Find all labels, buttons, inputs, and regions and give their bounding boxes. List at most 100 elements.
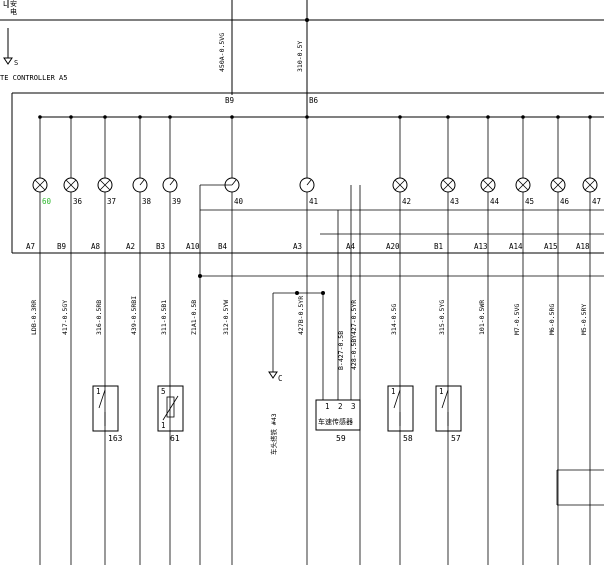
- indicator-41-number: 41: [309, 197, 318, 206]
- sensor-61: 5 1 61: [157, 385, 184, 443]
- indicator-tap-a10-wire-label: Z1A1-0.5B: [190, 300, 198, 335]
- indicator-42-pin-label: A20: [386, 242, 400, 251]
- indicator-36-number: 36: [73, 197, 83, 206]
- component-57-label: 57: [451, 434, 461, 443]
- indicator-39-pin-label: B3: [156, 242, 165, 251]
- indicator-45-wire-label: M7-0.5VG: [513, 304, 521, 335]
- indicator-36-cross-b: [65, 179, 77, 191]
- indicator-60-pin-label: A7: [26, 242, 35, 251]
- indicator-36-pin-label: B9: [57, 242, 66, 251]
- switch-163: 1 163: [92, 385, 123, 443]
- ground-label: S: [14, 59, 18, 67]
- indicator-37-pin-label: A8: [91, 242, 101, 251]
- indicator-45-cross-b: [517, 179, 529, 191]
- indicator-41-wire-label: 427B-0.5YR: [297, 296, 305, 335]
- component-59-text: 车速传感器: [318, 417, 353, 426]
- connector-b6-top: B6: [309, 96, 319, 105]
- indicator-38-needle: [139, 179, 145, 186]
- indicator-43-number: 43: [450, 197, 459, 206]
- indicator-46-wire-label: M6-0.5RG: [548, 304, 556, 335]
- switch-58: 1 58: [387, 385, 414, 443]
- indicator-46-cross-b: [552, 179, 564, 191]
- indicator-36-wire-label: 417-0.5GY: [61, 300, 69, 335]
- indicator-45-number: 45: [525, 197, 534, 206]
- indicator-60-cross-b: [34, 179, 46, 191]
- svg-text:2: 2: [338, 402, 343, 411]
- indicator-37-cross-b: [99, 179, 111, 191]
- indicator-40-wire-label: 312-0.5YW: [222, 300, 230, 335]
- indicator-46-pin-label: A15: [544, 242, 558, 251]
- svg-text:1: 1: [439, 387, 444, 396]
- indicator-42-wire-label: 314-0.5G: [390, 304, 398, 335]
- switch-57: 1 57: [435, 385, 462, 443]
- indicator-39-number: 39: [172, 197, 181, 206]
- indicator-tap-a10: A10: [186, 185, 201, 253]
- indicator-39-needle: [169, 179, 175, 186]
- indicator-46-number: 46: [560, 197, 570, 206]
- vehicle-speed-sensor-59: 1 2 3 车速传感器 59: [315, 399, 361, 443]
- indicator-tap-a10-pin-label: A10: [186, 242, 200, 251]
- svg-text:3: 3: [351, 402, 356, 411]
- svg-text:1: 1: [161, 421, 166, 430]
- indicator-38-wire-label: 439-0.5RBI: [130, 296, 138, 335]
- wire-label-b427: B-427-0.5B: [337, 331, 345, 370]
- component-61-label: 61: [170, 434, 180, 443]
- indicator-47-pin-label: A18: [576, 242, 590, 251]
- indicator-38-number: 38: [142, 197, 152, 206]
- indicator-44-number: 44: [490, 197, 500, 206]
- svg-text:1: 1: [391, 387, 396, 396]
- indicator-60-wire-label: LDB-0.3RR: [30, 300, 38, 335]
- svg-text:1: 1: [96, 387, 101, 396]
- indicator-40-needle: [231, 179, 237, 186]
- indicator-47-number: 47: [592, 197, 601, 206]
- ground-c-note: 车头搭铁 #43: [269, 413, 278, 455]
- top-left-fragment-2: 安: [10, 0, 17, 8]
- indicator-43-wire-label: 315-0.5YG: [438, 300, 446, 335]
- component-59-label: 59: [336, 434, 346, 443]
- indicator-44-cross-b: [482, 179, 494, 191]
- indicator-44-wire-label: 101-0.5WR: [478, 300, 486, 335]
- connector-b9-top: B9: [225, 96, 234, 105]
- component-58-label: 58: [403, 434, 413, 443]
- indicator-43-cross-b: [442, 179, 454, 191]
- indicator-42-number: 42: [402, 197, 411, 206]
- indicator-47-wire-label: M5-0.5RY: [580, 304, 588, 335]
- indicator-37-wire-label: 316-0.5RB: [95, 300, 103, 335]
- controller-label: TE CONTROLLER A5: [0, 74, 67, 82]
- wire-label-428: 428-0.5BY: [350, 335, 358, 370]
- indicator-60-number: 60: [42, 197, 52, 206]
- ground-c-label: C: [278, 374, 283, 383]
- wire-label-450: 450A-0.5VG: [218, 33, 226, 72]
- indicator-38-pin-label: A2: [126, 242, 135, 251]
- indicator-41-pin-label: A3: [293, 242, 302, 251]
- wire-label-310: 310-0.5Y: [296, 41, 304, 72]
- indicator-45-pin-label: A14: [509, 242, 523, 251]
- indicator-43-pin-label: B1: [434, 242, 443, 251]
- indicator-44-pin-label: A13: [474, 242, 488, 251]
- component-163-label: 163: [108, 434, 123, 443]
- indicator-37-number: 37: [107, 197, 116, 206]
- indicator-39-wire-label: 311-0.5B1: [160, 300, 168, 335]
- indicator-40-number: 40: [234, 197, 244, 206]
- indicator-42-cross-b: [394, 179, 406, 191]
- indicator-tap-a4: A4: [346, 185, 361, 253]
- indicator-40-pin-label: B4: [218, 242, 228, 251]
- top-left-fragment-3: 电: [10, 7, 17, 16]
- indicator-47-cross-b: [584, 179, 596, 191]
- indicator-41-needle: [306, 179, 312, 186]
- indicator-tap-a4-wire-label: 427-0.5YR: [350, 300, 358, 335]
- svg-text:1: 1: [325, 402, 330, 411]
